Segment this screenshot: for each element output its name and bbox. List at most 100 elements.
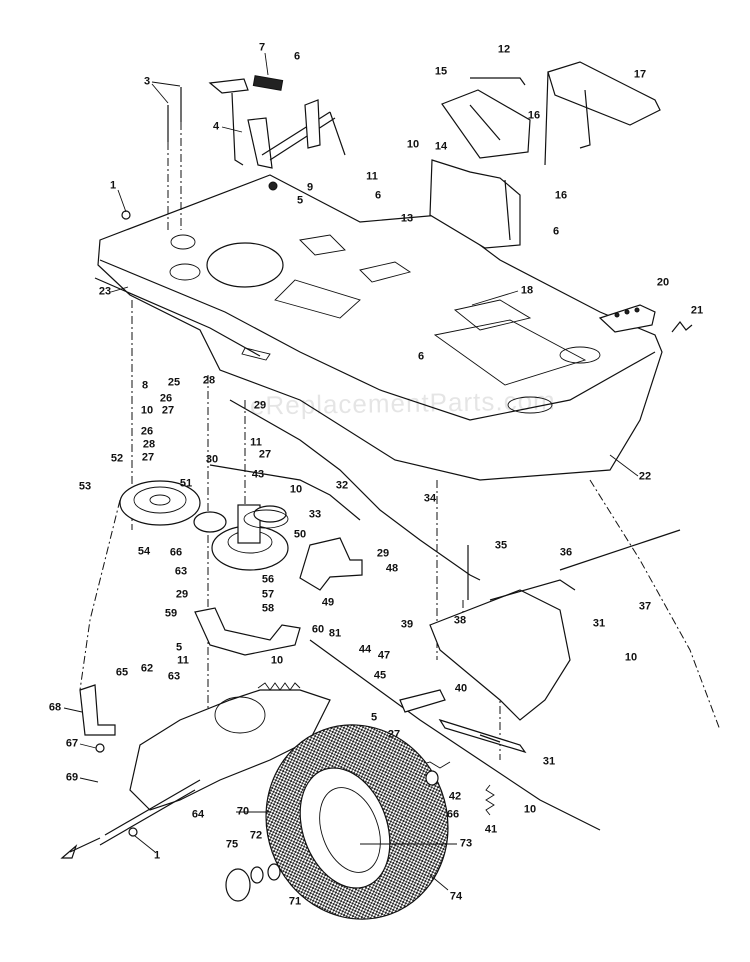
part-callout-5: 5 [175,641,183,654]
part-callout-70: 70 [236,805,250,818]
part-callout-16: 16 [527,109,541,122]
part-callout-11: 11 [177,654,189,667]
part-callout-27: 27 [387,728,401,741]
part-callout-63: 63 [167,670,181,683]
part-callout-16: 16 [554,189,568,202]
part-callout-27: 27 [141,451,155,464]
part-callout-36: 36 [559,546,573,559]
part-callout-31: 31 [542,755,556,768]
part-callout-33: 33 [308,508,322,521]
part-callout-66: 66 [169,546,183,559]
part-callout-72: 72 [249,829,263,842]
pedal-assembly [208,75,346,169]
part-callout-7: 7 [258,41,266,54]
part-callout-6: 6 [552,225,560,238]
part-callout-6: 6 [293,50,301,63]
part-callout-27: 27 [161,404,175,417]
part-callout-31: 31 [592,617,606,630]
control-brackets [194,537,576,754]
part-callout-45: 45 [373,669,387,682]
wheel [225,724,449,920]
part-callout-10: 10 [289,483,303,496]
part-callout-5: 5 [370,711,378,724]
part-callout-10: 10 [270,654,284,667]
part-callout-6: 6 [374,189,382,202]
part-callout-74: 74 [449,890,463,903]
part-callout-65: 65 [115,666,129,679]
part-callout-66: 66 [446,808,460,821]
part-callout-27: 27 [258,448,272,461]
latch-bracket [598,304,693,333]
leader-lines [63,52,639,891]
part-callout-15: 15 [434,65,448,78]
part-callout-64: 64 [191,808,205,821]
part-callout-59: 59 [164,607,178,620]
part-callout-58: 58 [261,602,275,615]
part-callout-17: 17 [633,68,647,81]
part-callout-23: 23 [98,285,112,298]
part-callout-40: 40 [454,682,468,695]
part-callout-37: 37 [638,600,652,613]
part-callout-30: 30 [205,453,219,466]
part-callout-11: 11 [366,170,378,183]
part-callout-14: 14 [434,140,448,153]
part-callout-32: 32 [335,479,349,492]
part-callout-26: 26 [140,425,154,438]
part-callout-25: 25 [167,376,181,389]
part-callout-12: 12 [497,43,511,56]
part-callout-10: 10 [406,138,420,151]
part-callout-75: 75 [225,838,239,851]
part-callout-50: 50 [293,528,307,541]
part-callout-18: 18 [520,284,534,297]
part-callout-60: 60 [311,623,325,636]
part-callout-28: 28 [142,438,156,451]
part-callout-67: 67 [65,737,79,750]
part-callout-11: 11 [250,436,262,449]
part-callout-1: 1 [153,849,161,862]
part-callout-44: 44 [358,643,372,656]
part-callout-68: 68 [48,701,62,714]
part-callout-41: 41 [484,823,498,836]
watermark: eReplacementParts.com [249,385,556,421]
part-callout-69: 69 [65,771,79,784]
part-callout-4: 4 [212,120,220,133]
part-callout-22: 22 [638,470,652,483]
part-callout-8: 8 [141,379,149,392]
part-callout-1: 1 [109,179,117,192]
part-callout-73: 73 [459,837,473,850]
part-callout-28: 28 [202,374,216,387]
chassis-frame [94,174,663,481]
part-callout-43: 43 [251,468,265,481]
part-callout-48: 48 [385,562,399,575]
part-callout-21: 21 [690,304,704,317]
part-callout-5: 5 [296,194,304,207]
part-callout-10: 10 [523,803,537,816]
part-callout-26: 26 [159,392,173,405]
part-callout-56: 56 [261,573,275,586]
part-callout-3: 3 [143,75,151,88]
part-callout-49: 49 [321,596,335,609]
part-callout-42: 42 [448,790,462,803]
part-callout-9: 9 [306,181,314,194]
part-callout-13: 13 [400,212,414,225]
part-callout-52: 52 [110,452,124,465]
part-callout-35: 35 [494,539,508,552]
part-callout-63: 63 [174,565,188,578]
part-callout-38: 38 [453,614,467,627]
part-callout-81: 81 [328,627,342,640]
part-callout-6: 6 [417,350,425,363]
pulleys [119,480,289,571]
part-callout-53: 53 [78,480,92,493]
part-callout-39: 39 [400,618,414,631]
part-callout-29: 29 [253,399,267,412]
part-callout-54: 54 [137,545,151,558]
part-callout-10: 10 [140,404,154,417]
part-callout-10: 10 [624,651,638,664]
part-callout-71: 71 [288,895,302,908]
part-callout-62: 62 [140,662,154,675]
seat-brackets [429,61,661,249]
part-callout-47: 47 [377,649,391,662]
part-callout-20: 20 [656,276,670,289]
